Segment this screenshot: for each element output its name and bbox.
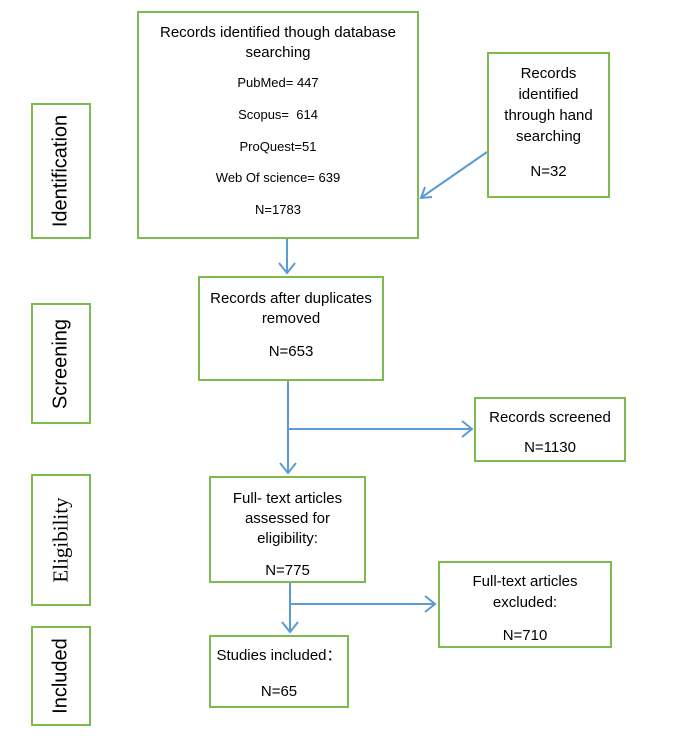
screened-box-line1: Records screened xyxy=(489,409,611,426)
hand-box-count: N=32 xyxy=(530,163,567,180)
excluded-box-count: N=710 xyxy=(502,627,548,644)
stage-eligibility: Eligibility xyxy=(31,474,91,606)
arrow-dedup-to-fulltext-head xyxy=(279,462,297,475)
stage-identification: Identification xyxy=(31,103,91,239)
excluded-box-line2: excluded: xyxy=(492,594,558,611)
arrow-to-excluded-head xyxy=(424,595,437,613)
database-pubmed: PubMed= 447 xyxy=(237,75,319,90)
database-proquest: ProQuest=51 xyxy=(239,139,317,154)
arrow-hand-to-database-head xyxy=(419,186,433,200)
hand-box-line4: searching xyxy=(515,128,582,145)
fulltext-box-line3: eligibility: xyxy=(257,530,318,547)
fulltext-assessed-box: Full- text articles assessed for eligibi… xyxy=(209,476,366,583)
arrow-fulltext-to-included-head xyxy=(281,621,299,634)
hand-box-line3: through hand xyxy=(504,107,593,124)
database-wos: Web Of science= 639 xyxy=(215,170,341,185)
stage-screening: Screening xyxy=(31,303,91,424)
arrow-database-to-dedup-head xyxy=(278,262,296,275)
database-scopus: Scopus= 614 xyxy=(238,107,318,122)
fulltext-box-count: N=775 xyxy=(265,562,310,579)
dedup-box-line2: removed xyxy=(261,310,321,327)
included-box-count: N=65 xyxy=(260,683,298,700)
excluded-box-line1: Full-text articles xyxy=(472,573,578,590)
stage-included: Included xyxy=(31,626,91,726)
database-box-title-line2: searching xyxy=(245,44,311,61)
studies-included-box: Studies included： N=65 xyxy=(209,635,349,708)
hand-box-line2: identified xyxy=(518,86,579,103)
database-search-box: Records identified though database searc… xyxy=(137,11,419,239)
fulltext-box-line1: Full- text articles xyxy=(232,490,343,507)
database-box-title-line1: Records identified though database xyxy=(159,24,396,41)
database-total: N=1783 xyxy=(255,202,301,217)
fulltext-excluded-box: Full-text articles excluded: N=710 xyxy=(438,561,612,648)
dedup-box-line1: Records after duplicates xyxy=(210,290,372,307)
screened-box-count: N=1130 xyxy=(524,439,576,456)
records-screened-box: Records screened N=1130 xyxy=(474,397,626,462)
fulltext-box-line2: assessed for xyxy=(244,510,331,527)
dedup-box-count: N=653 xyxy=(268,343,314,360)
arrow-hand-to-database xyxy=(421,151,488,198)
included-box-line1: Studies included： xyxy=(216,647,342,664)
hand-search-box: Records identified through hand searchin… xyxy=(487,52,610,198)
arrow-to-screened-head xyxy=(461,420,474,438)
hand-box-line1: Records xyxy=(520,65,577,82)
dedup-box: Records after duplicates removed N=653 xyxy=(198,276,384,381)
